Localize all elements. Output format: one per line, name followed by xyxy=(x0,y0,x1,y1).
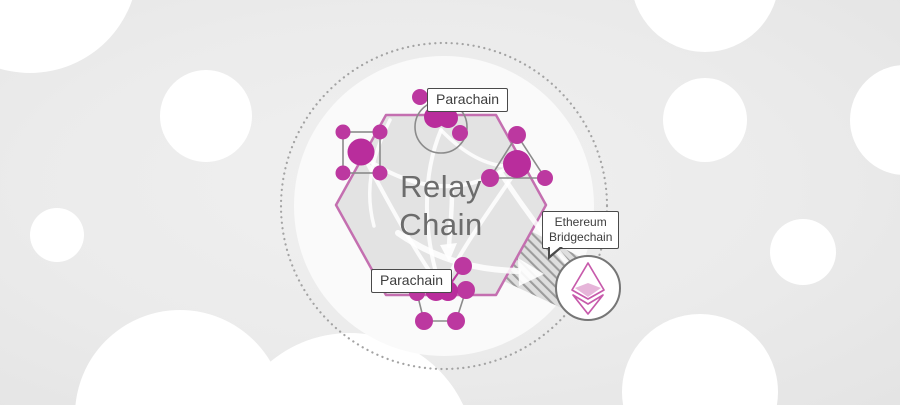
parachain-label-top: Parachain xyxy=(427,88,509,112)
parachain-cluster-top xyxy=(412,89,468,154)
relay-chain-hexagon xyxy=(334,113,548,297)
down-arrow-head xyxy=(440,243,457,262)
parachain-label-bottom: Parachain xyxy=(371,269,453,293)
dotted-boundary-ring xyxy=(279,41,609,371)
relay-chain-title-line2: Chain xyxy=(399,207,483,242)
down-arrow-shaft xyxy=(446,189,455,249)
ethereum-logo-icon xyxy=(571,262,605,315)
ethereum-node xyxy=(555,255,621,321)
relay-chain-title: Relay Chain xyxy=(399,168,483,244)
parachain-cluster-triangle xyxy=(481,126,553,187)
parachain-label-bottom-text: Parachain xyxy=(380,272,444,288)
ethereum-bridgechain-label-line2: Bridgechain xyxy=(549,230,613,244)
parachain-label-top-text: Parachain xyxy=(436,91,500,107)
relay-chain-title-line1: Relay xyxy=(400,169,482,204)
bridge-arrow-head xyxy=(518,258,544,286)
parachain-cluster-square xyxy=(335,124,388,181)
ethereum-bridgechain-label-line1: Ethereum xyxy=(554,215,607,229)
ethereum-bridgechain-label: Ethereum Bridgechain xyxy=(542,211,620,260)
